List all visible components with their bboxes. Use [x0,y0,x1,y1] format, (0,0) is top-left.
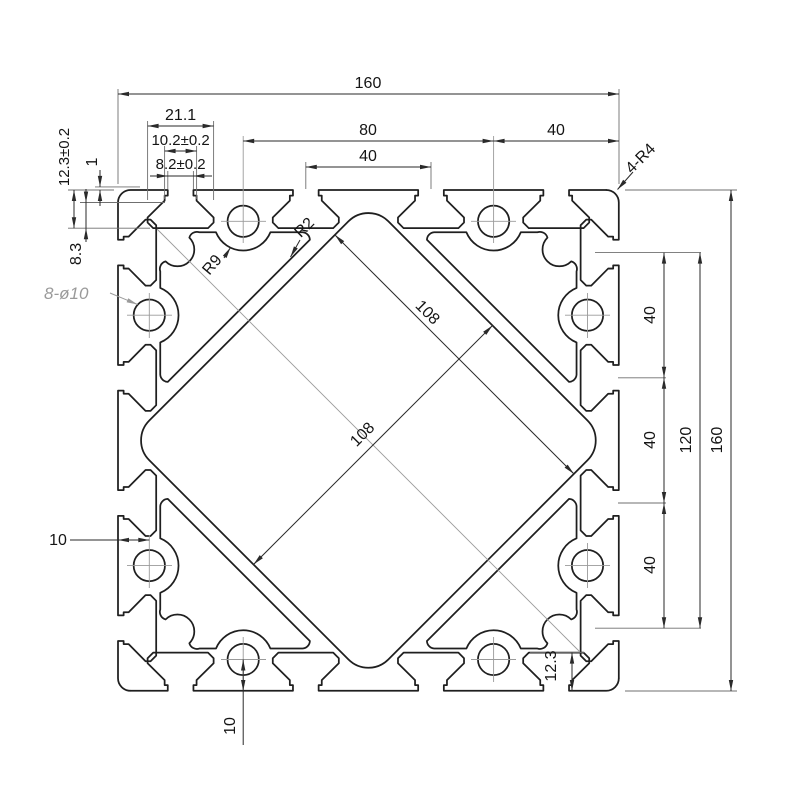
corner-void-bottom-left [158,497,312,651]
dim-corner-fillets: 4-R4 [617,140,660,190]
dim-pitch-right-total: 120 [678,252,703,629]
dim-overall-height: 160 [709,190,734,691]
dim-tslot-depth-label: 12.3±0.2 [56,128,73,186]
dim-corner-fillets-label: 4-R4 [623,140,660,177]
leader-line [290,239,301,258]
dim-slot-pitch-label: 40 [359,148,377,165]
dim-pitch-right-3-label: 40 [642,556,659,574]
center-cavity-diamond [140,212,597,669]
dim-overall-width-label: 160 [355,75,382,92]
dimension-line [334,234,575,475]
centerlines [127,136,610,682]
dim-tslot-depth: 12.3±0.2 [56,128,77,229]
dim-tslot-opening-width: 8.2±0.2 [150,156,212,179]
dim-hole-pitch-label: 80 [359,122,377,139]
dim-lip-step-label: 1 [84,157,101,166]
dim-overall-width: 160 [118,75,619,97]
leader-line [617,171,634,190]
corner-void-top-right [425,230,579,384]
dim-shoulder-depth-label: 8.3 [68,243,85,265]
dim-fillet-r2-label: R2 [292,215,319,242]
dim-slot-pitch-top: 40 [305,148,431,170]
dim-tslot-mid-label: 10.2±0.2 [151,132,209,149]
leader-line [109,292,138,305]
dim-hole-pitch-top: 80 [243,122,494,144]
dim-lip-step: 1 [84,157,103,206]
dim-holes-callout-label: 8-ø10 [44,284,89,303]
dim-corner-span-label: 40 [547,122,565,139]
dim-hole-offset-left-label: 10 [49,532,67,549]
dim-fillet-r2: R2 [290,215,319,258]
dim-hole-offset-left: 10 [49,532,150,549]
leader-line [222,247,231,259]
dim-fillet-r9-label: R9 [199,252,225,279]
dim-tslot-opening-label: 8.2±0.2 [156,156,206,173]
dim-cavity-width-2-label: 108 [412,297,443,328]
dim-pitch-right-total-label: 120 [678,427,695,454]
extension-lines [68,89,737,692]
dim-tslot-cavity-width: 21.1 [147,107,214,129]
dim-hole-depth-bottom: 10 [222,659,246,745]
outer-side-right [579,188,621,680]
dim-hole-depth-bottom-label: 10 [222,717,239,735]
dim-corner-span-top: 40 [493,122,619,144]
dim-tslot-mid-width: 10.2±0.2 [151,132,210,154]
dim-pitch-right-chain: 40 40 40 [642,252,667,629]
dim-pitch-right-2-label: 40 [642,431,659,449]
outer-side-left [116,200,158,693]
dim-overall-height-label: 160 [709,427,726,454]
dim-pitch-right-1-label: 40 [642,306,659,324]
dim-fillet-r9: R9 [199,247,231,279]
outer-side-top [116,188,608,230]
dim-holes-callout: 8-ø10 [44,284,138,305]
dim-bottom-slot-depth-label: 12.3 [543,650,560,681]
dim-bottom-slot-depth: 12.3 [543,650,575,691]
dim-tslot-cavity-label: 21.1 [165,107,196,124]
dim-shoulder-depth: 8.3 [68,189,89,265]
